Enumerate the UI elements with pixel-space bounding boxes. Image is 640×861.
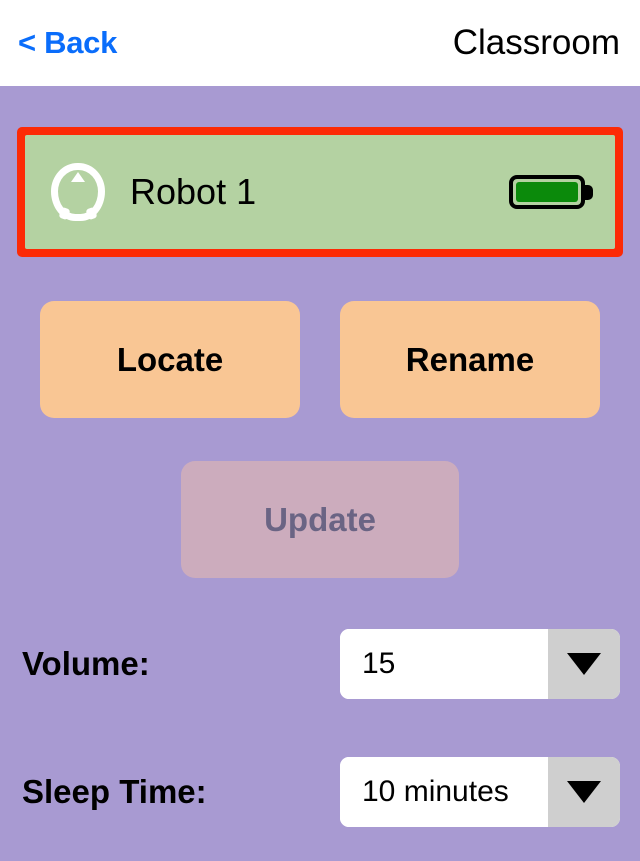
robot-head-icon (51, 163, 105, 221)
battery-full-icon (509, 175, 593, 209)
battery-cap (584, 184, 593, 200)
volume-value: 15 (340, 629, 548, 699)
sleep-time-label: Sleep Time: (22, 773, 207, 810)
robot-head-ring (51, 163, 105, 221)
battery-body (509, 175, 585, 209)
app-header: < Back Classroom (0, 0, 640, 86)
robot-card-selected[interactable]: Robot 1 (17, 127, 623, 257)
chevron-down-icon (567, 781, 601, 803)
robot-card[interactable]: Robot 1 (25, 135, 615, 249)
chevron-down-icon (567, 653, 601, 675)
rename-button[interactable]: Rename (340, 301, 600, 418)
sleep-time-setting-row: Sleep Time: 10 minutes (0, 757, 640, 827)
sleep-time-select[interactable]: 10 minutes (340, 757, 620, 827)
sleep-time-value: 10 minutes (340, 757, 548, 827)
back-button[interactable]: < Back (18, 25, 118, 60)
page-title: Classroom (452, 23, 620, 62)
sleep-time-dropdown-button[interactable] (548, 757, 620, 827)
robot-heading-triangle-icon (71, 172, 85, 182)
update-button: Update (181, 461, 459, 578)
battery-level-fill (516, 182, 578, 202)
robot-name-label: Robot 1 (130, 171, 257, 212)
volume-label: Volume: (22, 645, 150, 682)
locate-button[interactable]: Locate (40, 301, 300, 418)
volume-dropdown-button[interactable] (548, 629, 620, 699)
volume-setting-row: Volume: 15 (0, 629, 640, 699)
volume-select[interactable]: 15 (340, 629, 620, 699)
